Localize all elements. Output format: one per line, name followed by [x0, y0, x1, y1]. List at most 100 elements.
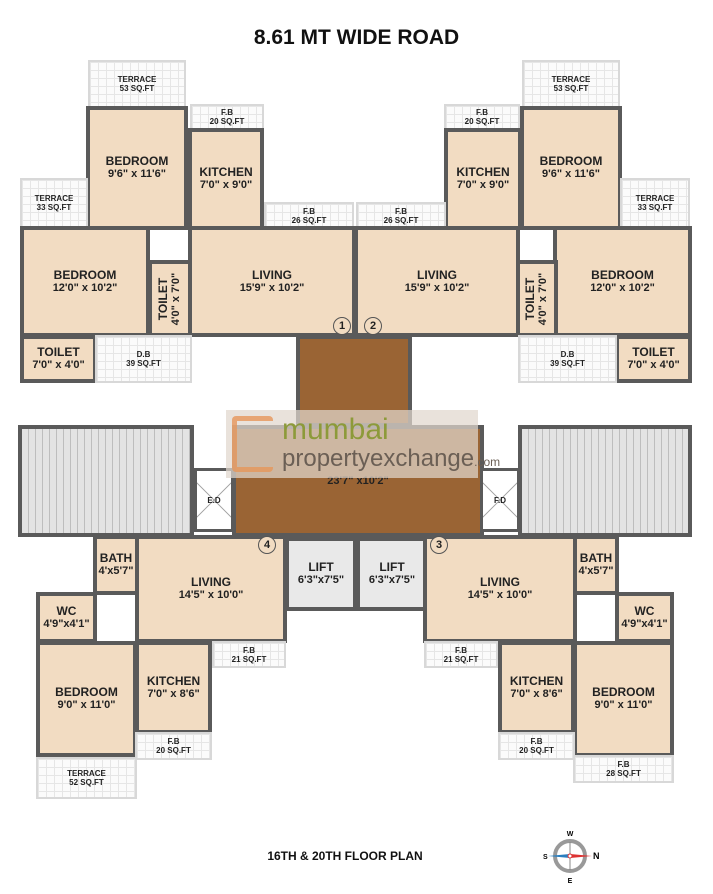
- room-name: TERRACE: [67, 769, 106, 778]
- room-name: D.B: [560, 350, 575, 359]
- room-dim: 4'x5'7": [578, 565, 614, 577]
- room-dim: 20 SQ.FT: [519, 746, 554, 755]
- room-label: E.D: [207, 496, 220, 505]
- room-name: KITCHEN: [456, 165, 510, 179]
- room-name: LIFT: [308, 560, 334, 574]
- room-dim: 9'6" x 11'6": [108, 168, 166, 180]
- room-name: F.B: [303, 207, 315, 216]
- room-name: TOILET: [156, 277, 170, 320]
- room-stair-left: [18, 425, 194, 537]
- room-dim: 7'0" x 8'6": [510, 687, 563, 700]
- room-name: BEDROOM: [53, 267, 117, 282]
- compass-e: E: [568, 878, 573, 885]
- room-name: BEDROOM: [592, 685, 655, 699]
- room-name: TERRACE: [635, 194, 675, 203]
- room-name: F.B: [455, 645, 467, 655]
- compass-n: N: [593, 851, 600, 861]
- room-name: D.B: [136, 350, 151, 359]
- room-dim: 6'3"x7'5": [368, 574, 416, 586]
- road-title: 8.61 MT WIDE ROAD: [253, 26, 460, 49]
- room-name: BEDROOM: [539, 154, 603, 168]
- compass-w: W: [567, 831, 574, 838]
- room-name: TERRACE: [34, 194, 74, 203]
- room-dim: 20 SQ.FT: [156, 746, 191, 755]
- watermark-suffix: .com: [474, 455, 501, 469]
- flat-number-1: 1: [333, 317, 351, 335]
- room-name: F.B: [617, 760, 630, 769]
- room-dim: 7'0" x 8'6": [147, 687, 200, 700]
- room-dim: 6'3"x7'5": [297, 574, 345, 586]
- room-dim: 20 SQ.FT: [209, 117, 245, 126]
- room-name: TERRACE: [117, 75, 157, 84]
- room-name: LIFT: [379, 560, 405, 574]
- room-dim: 20 SQ.FT: [464, 117, 500, 126]
- watermark: mumbai propertyexchange.com: [226, 410, 500, 478]
- room-dim: 53 SQ.FT: [119, 84, 155, 93]
- compass-s: S: [543, 854, 548, 861]
- room-ed: E.D: [194, 468, 234, 532]
- room-dim: 39 SQ.FT: [126, 359, 161, 368]
- flat-number-3: 3: [430, 536, 448, 554]
- room-dim: 28 SQ.FT: [606, 769, 641, 778]
- room-name: LIVING: [190, 575, 231, 589]
- room-name: F.B: [395, 207, 407, 216]
- room-name: TOILET: [632, 345, 675, 359]
- room-dim: 9'0" x 11'0": [594, 699, 653, 711]
- room-dim: 14'5" x 10'0": [467, 589, 533, 601]
- room-name: BATH: [99, 551, 133, 565]
- room-name: E.D: [207, 495, 221, 505]
- floor-plan-caption: 16TH & 20TH FLOOR PLAN: [267, 849, 423, 863]
- room-dim: 7'0" x 4'0": [32, 359, 85, 371]
- room-name: KITCHEN: [199, 165, 253, 179]
- room-name: LIVING: [416, 267, 457, 282]
- room-dim: 21 SQ.FT: [231, 654, 267, 664]
- room-dim: 21 SQ.FT: [443, 654, 479, 664]
- watermark-line2: propertyexchange.com: [282, 446, 500, 475]
- room-dim: 7'0" x 4'0": [627, 359, 680, 371]
- room-dim: 39 SQ.FT: [550, 359, 585, 368]
- room-label: F.D: [494, 496, 506, 505]
- room-dim: 53 SQ.FT: [553, 84, 589, 93]
- room-dim: 7'0" x 9'0": [199, 179, 253, 191]
- room-name: F.B: [167, 737, 180, 746]
- flat-number-4: 4: [258, 536, 276, 554]
- room-dim: 4'x5'7": [98, 565, 134, 577]
